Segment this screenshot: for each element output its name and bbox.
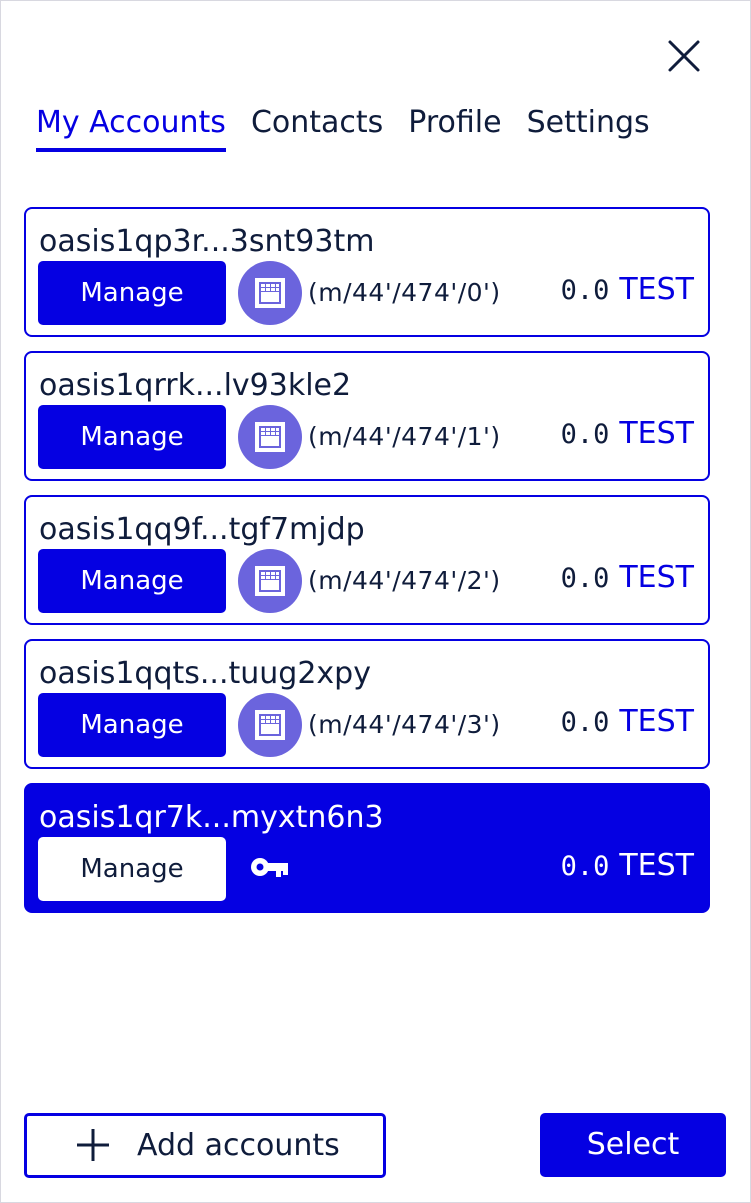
balance-amount: 0.0 — [560, 707, 610, 738]
balance-amount: 0.0 — [560, 851, 610, 882]
account-balance: 0.0 TEST — [561, 559, 694, 598]
account-address: oasis1qqts...tuug2xpy — [39, 656, 371, 691]
derivation-path: (m/44'/474'/0') — [308, 278, 501, 307]
balance-amount: 0.0 — [560, 275, 610, 306]
tab-contacts[interactable]: Contacts — [250, 105, 384, 140]
select-button[interactable]: Select — [540, 1113, 726, 1177]
derivation-path: (m/44'/474'/1') — [308, 422, 501, 451]
tab-profile[interactable]: Profile — [408, 105, 502, 140]
balance-unit: TEST — [619, 848, 694, 883]
balance-unit: TEST — [619, 272, 694, 307]
tab-my-accounts[interactable]: My Accounts — [36, 104, 226, 152]
key-icon — [250, 855, 290, 883]
plus-icon — [75, 1127, 111, 1167]
account-balance: 0.0 TEST — [561, 271, 694, 310]
manage-button[interactable]: Manage — [38, 405, 226, 469]
account-balance: 0.0 TEST — [561, 847, 694, 886]
account-card[interactable]: oasis1qp3r...3snt93tm Manage (m/44'/474'… — [24, 207, 710, 337]
ledger-icon — [238, 693, 302, 757]
add-accounts-label: Add accounts — [137, 1128, 340, 1163]
close-icon[interactable] — [664, 36, 704, 76]
add-accounts-button[interactable]: Add accounts — [24, 1113, 386, 1178]
ledger-icon — [238, 261, 302, 325]
tab-bar: My Accounts Contacts Profile Settings — [36, 104, 675, 152]
derivation-path: (m/44'/474'/3') — [308, 710, 501, 739]
tab-settings[interactable]: Settings — [526, 105, 650, 140]
account-address: oasis1qr7k...myxtn6n3 — [39, 800, 384, 835]
account-address: oasis1qp3r...3snt93tm — [39, 224, 375, 259]
balance-unit: TEST — [619, 560, 694, 595]
manage-button[interactable]: Manage — [38, 261, 226, 325]
account-card[interactable]: oasis1qrrk...lv93kle2 Manage (m/44'/474'… — [24, 351, 710, 481]
derivation-path: (m/44'/474'/2') — [308, 566, 501, 595]
manage-button[interactable]: Manage — [38, 693, 226, 757]
account-balance: 0.0 TEST — [561, 415, 694, 454]
account-card[interactable]: oasis1qq9f...tgf7mjdp Manage (m/44'/474'… — [24, 495, 710, 625]
account-card[interactable]: oasis1qqts...tuug2xpy Manage (m/44'/474'… — [24, 639, 710, 769]
account-address: oasis1qq9f...tgf7mjdp — [39, 512, 365, 547]
account-card-selected[interactable]: oasis1qr7k...myxtn6n3 Manage 0.0 TEST — [24, 783, 710, 913]
account-address: oasis1qrrk...lv93kle2 — [39, 368, 352, 403]
ledger-icon — [238, 549, 302, 613]
manage-button[interactable]: Manage — [38, 549, 226, 613]
ledger-icon — [238, 405, 302, 469]
balance-amount: 0.0 — [560, 419, 610, 450]
account-balance: 0.0 TEST — [561, 703, 694, 742]
balance-unit: TEST — [619, 416, 694, 451]
manage-button[interactable]: Manage — [38, 837, 226, 901]
balance-amount: 0.0 — [560, 563, 610, 594]
balance-unit: TEST — [619, 704, 694, 739]
